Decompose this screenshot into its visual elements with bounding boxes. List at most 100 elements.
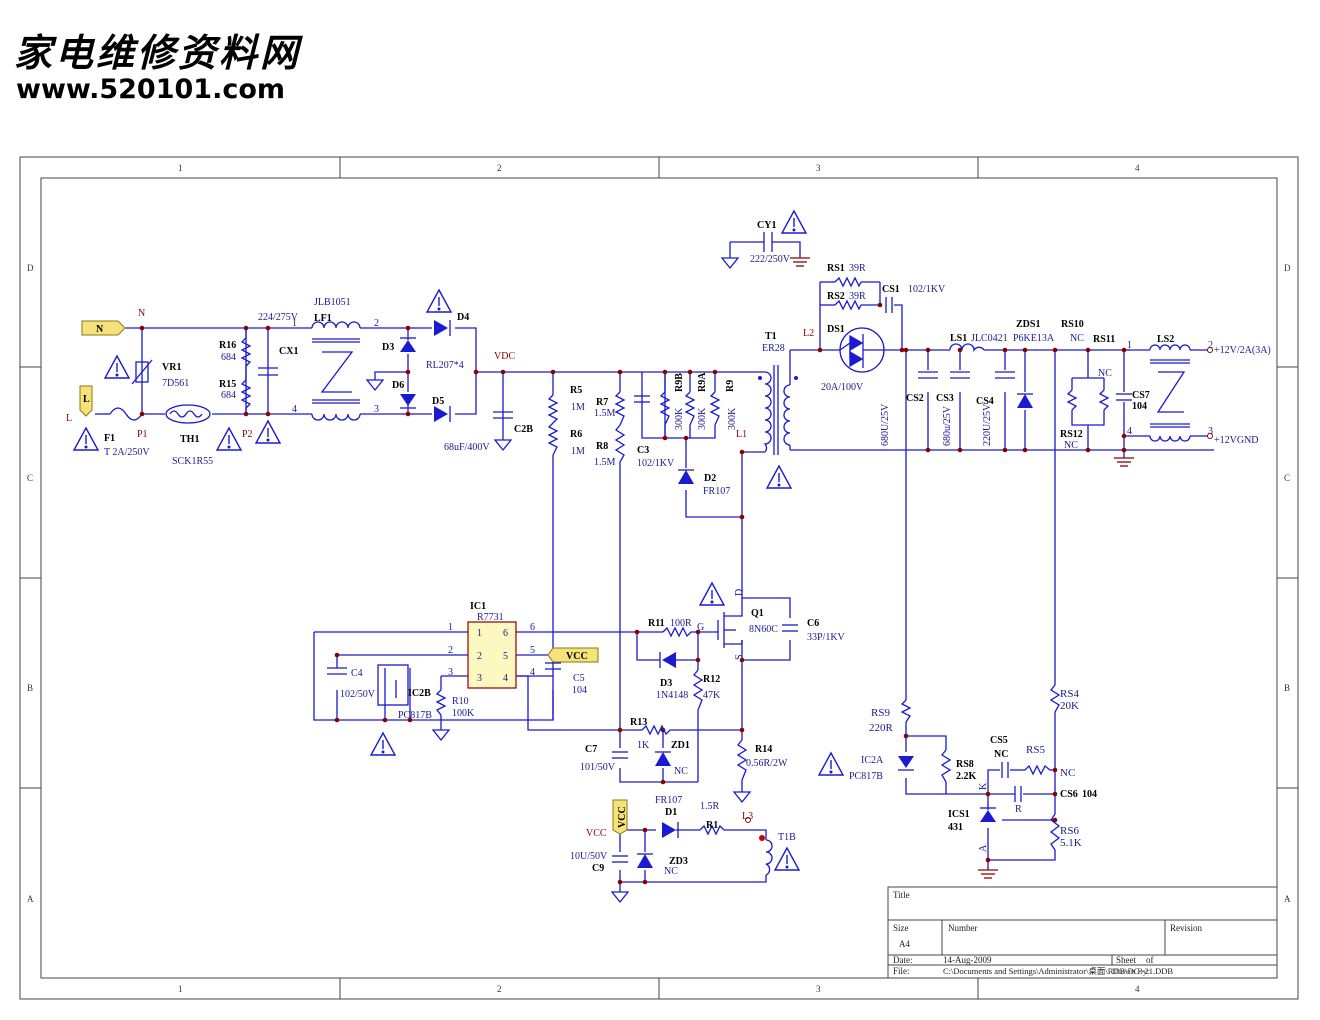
vcc-tag-aux (612, 799, 628, 835)
ic1-pin1: 1 (477, 628, 482, 639)
cy1-ref: CY1 (757, 220, 776, 231)
r8-resistor (614, 424, 626, 463)
d1-diode (662, 822, 679, 838)
title-label: Title (893, 890, 910, 900)
r9b-resistor (659, 391, 671, 426)
t1b-ref: T1B (778, 832, 796, 843)
rs1-ref: RS1 (827, 263, 845, 274)
ds1-ref: DS1 (827, 324, 845, 335)
rs5-resistor (1024, 764, 1051, 776)
cs3-ref: CS3 (936, 393, 954, 404)
cs4-ref: CS4 (976, 396, 994, 407)
r12-value: 47K (703, 690, 721, 701)
zds1-tvs (1017, 393, 1033, 408)
rs2-ref: RS2 (827, 291, 845, 302)
rs11-ref: RS11 (1093, 334, 1115, 345)
c3-ref: C3 (637, 445, 649, 456)
d6-ref: D6 (392, 380, 404, 391)
rs6-value: 5.1K (1060, 837, 1082, 849)
zds1-value: P6KE13A (1013, 333, 1055, 344)
ds1-schottky (839, 327, 885, 373)
net-l: L (66, 413, 72, 424)
c2b-value: 68uF/400V (444, 442, 490, 453)
c7-capacitor (612, 751, 628, 759)
q1-pin-d: D (734, 589, 745, 596)
rs4-value: 20K (1060, 700, 1079, 712)
zone-row-b-right: B (1284, 683, 1290, 693)
r5-ref: R5 (570, 385, 582, 396)
t1-transformer (763, 350, 791, 455)
ic1-pin6: 6 (503, 628, 508, 639)
r12-resistor (692, 669, 704, 711)
r15-resistor (240, 372, 252, 414)
r11-ref: R11 (648, 618, 665, 629)
c6-ref: C6 (807, 618, 819, 629)
cy1-value: 222/250V (750, 254, 791, 265)
ic1-pin4: 4 (503, 673, 508, 684)
c5-ref: C5 (573, 673, 585, 684)
c2b-capacitor (493, 411, 513, 419)
d1-value: FR107 (655, 795, 682, 806)
r8-ref: R8 (596, 441, 608, 452)
c5-value: 104 (572, 685, 587, 696)
ic1-net-2: 2 (448, 645, 453, 656)
cs3-value: 680u/25V (942, 405, 953, 446)
r16-resistor (240, 328, 252, 372)
zone-row-d-right: D (1284, 263, 1291, 273)
ls2-ref: LS2 (1157, 334, 1174, 345)
f1-ref: F1 (104, 433, 115, 444)
zd3-ref: ZD3 (669, 856, 688, 867)
lf1-pin3: 3 (374, 404, 379, 415)
cs7-value: 104 (1132, 401, 1147, 412)
rs1-value: 39R (849, 263, 866, 274)
lf1-pin4: 4 (292, 404, 297, 415)
cs1-capacitor (885, 297, 893, 313)
zd3-zener (637, 853, 653, 868)
rs5-ref: RS5 (1026, 744, 1045, 756)
ls2-pin3: 3 (1208, 426, 1213, 437)
r9a-resistor (684, 391, 696, 426)
cs3-capacitor (950, 371, 970, 379)
ics1-pin-a: A (978, 844, 989, 852)
r5-resistor (547, 394, 559, 424)
ic2a-value: PC817B (849, 771, 883, 782)
net-n: N (138, 308, 145, 319)
c2b-ref: C2B (514, 424, 533, 435)
vcc-tag-aux-label: VCC (617, 806, 628, 828)
ic2b-phototransistor (377, 664, 409, 706)
ds1-value: 20A/100V (821, 382, 864, 393)
d4-bridge-diode (434, 320, 451, 336)
d2-ref: D2 (704, 473, 716, 484)
zone-labels: 1 2 3 4 1 2 3 4 D C B A D C B A (27, 163, 1291, 994)
warning-icons (72, 209, 845, 871)
r10-ref: R10 (452, 696, 469, 707)
c7-value: 101/50V (580, 762, 616, 773)
rs8-resistor (940, 749, 952, 783)
d3-bridge-diode (400, 337, 416, 352)
r7-resistor (614, 391, 626, 426)
d2-value: FR107 (703, 486, 730, 497)
r6-value: 1M (571, 446, 585, 457)
r14-resistor (736, 739, 748, 781)
rs8-ref: RS8 (956, 759, 974, 770)
ic1-controller (467, 621, 517, 689)
zone-col-1-bottom: 1 (178, 984, 183, 994)
q1-pin-s: S (734, 654, 745, 660)
q1-ref: Q1 (751, 608, 764, 619)
cs2-capacitor (918, 371, 938, 379)
net-vcc-aux: VCC (586, 828, 607, 839)
rs10-value: NC (1070, 333, 1084, 344)
zone-col-4: 4 (1135, 163, 1140, 173)
ics1-ref: ICS1 (948, 809, 970, 820)
r12-ref: R12 (703, 674, 720, 685)
vcc-tag-ic1 (547, 647, 599, 663)
c4-value: 102/50V (340, 689, 376, 700)
d2-diode (678, 469, 694, 484)
lf1-pin2: 2 (374, 318, 379, 329)
ic1-pin2: 2 (477, 651, 482, 662)
vr1-varistor (131, 359, 153, 385)
rs10-ref: RS10 (1061, 319, 1084, 330)
sheet-label: Sheet (1116, 955, 1136, 965)
r6-resistor (547, 422, 559, 456)
r13-ref: R13 (630, 717, 647, 728)
